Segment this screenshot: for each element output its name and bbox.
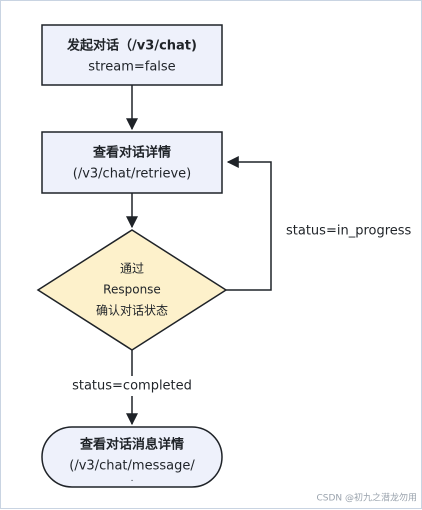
- message-detail-endpoint: (/v3/chat/message/: [69, 459, 195, 474]
- decision-line-3: 确认对话状态: [96, 304, 168, 318]
- loop-edge-label: status=in_progress: [286, 224, 412, 239]
- csdn-watermark: CSDN @初九之潜龙勿用: [316, 492, 417, 504]
- completed-edge-label: status=completed: [72, 379, 192, 394]
- completed-label-bg: [71, 376, 193, 396]
- message-detail-title: 查看对话消息详情: [79, 437, 184, 453]
- decision-line-1: 通过: [120, 262, 144, 276]
- start-chat-param: stream=false: [88, 60, 175, 75]
- retrieve-chat-box: [41, 131, 223, 194]
- start-chat-title: 发起对话（/v3/chat): [66, 38, 197, 54]
- message-detail-box: [41, 426, 223, 488]
- message-detail-trailing: ·: [131, 477, 134, 487]
- decision-line-2: Response: [103, 283, 161, 297]
- arrow-loop-in-progress: [226, 156, 272, 291]
- start-chat-box: [41, 24, 223, 86]
- retrieve-chat-endpoint: (/v3/chat/retrieve): [73, 167, 192, 182]
- retrieve-chat-title: 查看对话详情: [92, 145, 171, 161]
